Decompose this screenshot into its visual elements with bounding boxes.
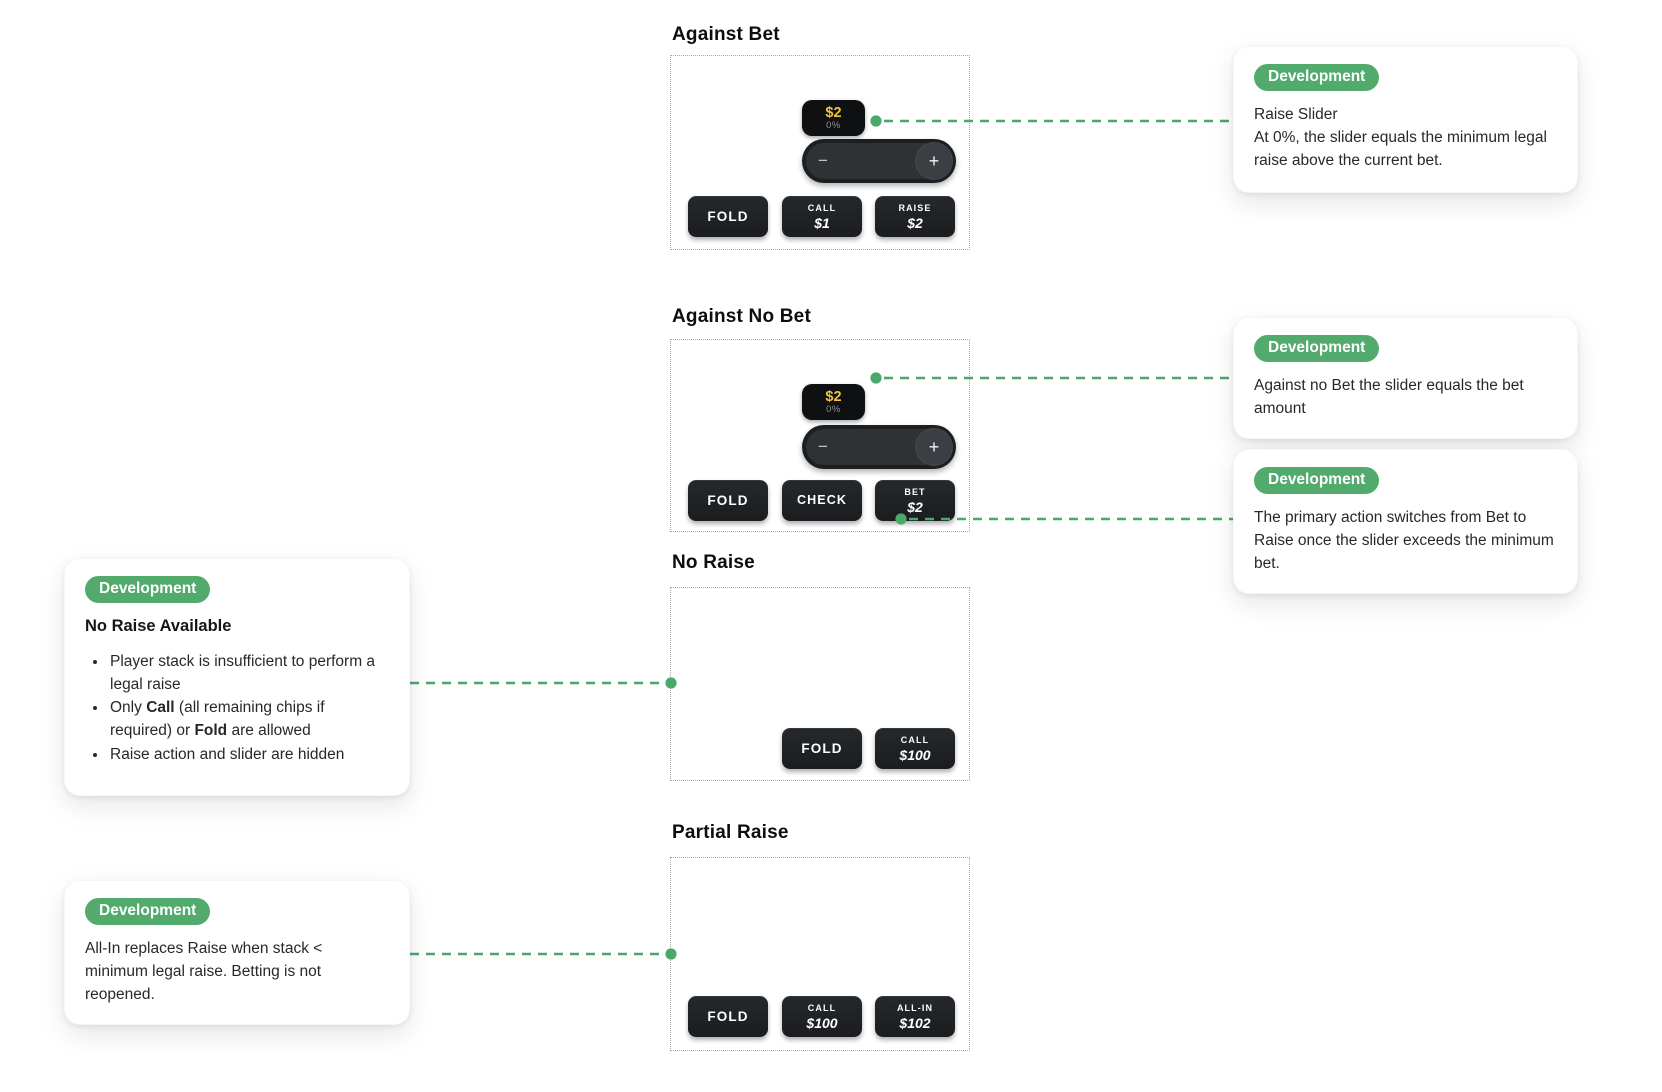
- section-title-no-raise: No Raise: [672, 552, 755, 573]
- fold-button[interactable]: FOLD: [782, 728, 862, 769]
- call-button[interactable]: CALL $100: [782, 996, 862, 1037]
- annotation-card-no-raise: Development No Raise Available Player st…: [64, 558, 410, 796]
- development-badge: Development: [1254, 467, 1380, 494]
- chip-percent: 0%: [826, 404, 841, 415]
- bet-button[interactable]: BET $2: [875, 480, 955, 521]
- fold-button-label: FOLD: [707, 492, 749, 508]
- slider-value-chip: $2 0%: [802, 100, 865, 136]
- annotation-text: The primary action switches from Bet to …: [1254, 508, 1554, 573]
- check-button-label: CHECK: [797, 493, 847, 508]
- slider-value-chip: $2 0%: [802, 384, 865, 420]
- bullet-bold-call: Call: [146, 699, 175, 716]
- annotation-card-primary-action: Development The primary action switches …: [1233, 449, 1578, 595]
- annotation-text: Raise Slider At 0%, the slider equals th…: [1254, 103, 1557, 173]
- mock-frame-no-raise: FOLD CALL $100: [670, 587, 970, 781]
- annotation-bullet-list: Player stack is insufficient to perform …: [85, 650, 389, 766]
- bullet-text: are allowed: [227, 722, 311, 740]
- development-badge: Development: [1254, 335, 1380, 362]
- fold-button-label: FOLD: [801, 740, 843, 756]
- bullet-item: Only Call (all remaining chips if requir…: [108, 696, 389, 743]
- fold-button-label: FOLD: [707, 208, 749, 224]
- raise-slider[interactable]: − +: [802, 139, 956, 183]
- bet-button-label: BET: [904, 486, 926, 497]
- bullet-item: Player stack is insufficient to perform …: [108, 650, 389, 697]
- all-in-button[interactable]: ALL-IN $102: [875, 996, 955, 1037]
- chip-percent: 0%: [826, 120, 841, 131]
- raise-button[interactable]: RAISE $2: [875, 196, 955, 237]
- bullet-item: Raise action and slider are hidden: [108, 743, 389, 766]
- call-button-label: CALL: [900, 734, 930, 745]
- mock-frame-partial-raise: FOLD CALL $100 ALL-IN $102: [670, 857, 970, 1051]
- call-button[interactable]: CALL $100: [875, 728, 955, 769]
- annotation-text: All-In replaces Raise when stack < minim…: [85, 939, 323, 1004]
- development-badge: Development: [85, 898, 211, 925]
- mock-frame-against-bet: $2 0% − + FOLD CALL $1 RAISE $2: [670, 55, 970, 250]
- slider-minus-icon[interactable]: −: [818, 151, 828, 170]
- section-title-against-bet: Against Bet: [672, 24, 780, 45]
- check-button[interactable]: CHECK: [782, 480, 862, 521]
- chip-amount: $2: [825, 388, 842, 405]
- section-title-against-no-bet: Against No Bet: [672, 306, 811, 327]
- mock-frame-against-no-bet: $2 0% − + FOLD CHECK BET $2: [670, 339, 970, 532]
- fold-button-label: FOLD: [707, 1008, 749, 1024]
- section-title-partial-raise: Partial Raise: [672, 822, 789, 843]
- raise-button-label: RAISE: [898, 202, 932, 213]
- call-button[interactable]: CALL $1: [782, 196, 862, 237]
- development-badge: Development: [1254, 64, 1380, 91]
- call-button-amount: $1: [814, 214, 830, 231]
- bet-button-amount: $2: [907, 498, 923, 515]
- fold-button[interactable]: FOLD: [688, 196, 768, 237]
- call-button-label: CALL: [807, 202, 837, 213]
- all-in-button-amount: $102: [899, 1014, 931, 1031]
- slider-minus-icon[interactable]: −: [818, 437, 828, 456]
- annotation-card-no-bet-slider: Development Against no Bet the slider eq…: [1233, 317, 1578, 439]
- annotation-text: Against no Bet the slider equals the bet…: [1254, 376, 1524, 417]
- annotation-line-1: Raise Slider: [1254, 105, 1338, 123]
- annotation-card-all-in: Development All-In replaces Raise when s…: [64, 880, 410, 1026]
- call-button-amount: $100: [899, 746, 931, 763]
- development-badge: Development: [85, 576, 211, 603]
- fold-button[interactable]: FOLD: [688, 480, 768, 521]
- raise-button-amount: $2: [907, 214, 923, 231]
- slider-plus-icon[interactable]: +: [915, 142, 953, 180]
- annotation-line-2: At 0%, the slider equals the minimum leg…: [1254, 128, 1547, 169]
- call-button-label: CALL: [807, 1002, 837, 1013]
- call-button-amount: $100: [806, 1014, 838, 1031]
- chip-amount: $2: [825, 104, 842, 121]
- bullet-text: (all remaining chips if required) or: [110, 699, 325, 740]
- bet-slider[interactable]: − +: [802, 425, 956, 469]
- all-in-button-label: ALL-IN: [896, 1002, 934, 1013]
- fold-button[interactable]: FOLD: [688, 996, 768, 1037]
- annotation-card-raise-slider: Development Raise Slider At 0%, the slid…: [1233, 46, 1578, 193]
- slider-plus-icon[interactable]: +: [915, 428, 953, 466]
- annotation-heading: No Raise Available: [85, 616, 232, 635]
- bullet-text: Only: [110, 699, 147, 716]
- bullet-bold-fold: Fold: [194, 722, 228, 740]
